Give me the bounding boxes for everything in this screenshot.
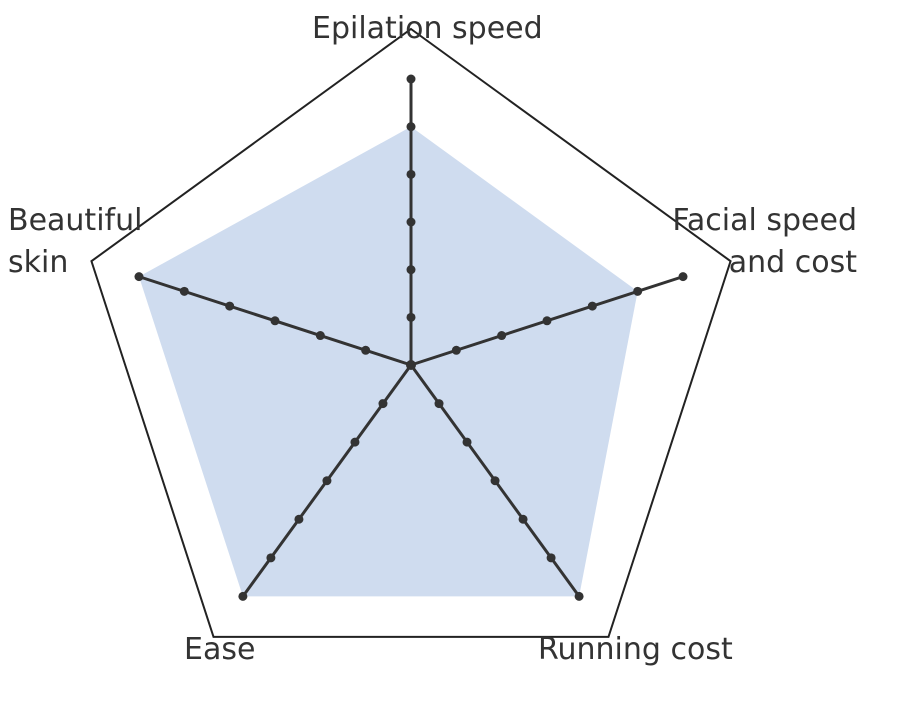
axis-tick-dot <box>350 437 360 447</box>
axis-tick-dot <box>518 514 528 524</box>
series-area <box>138 126 638 597</box>
axis-tick-dot <box>451 345 461 355</box>
axis-tick-dot <box>134 272 144 282</box>
axis-tick-dot <box>490 476 500 486</box>
axis-tick-dot <box>574 591 584 601</box>
axis-tick-dot <box>322 476 332 486</box>
axis-tick-dot <box>225 301 235 311</box>
axis-tick-dot <box>406 169 416 179</box>
axis-tick-dot <box>238 591 248 601</box>
outer-frame <box>90 27 732 638</box>
axis-tick-dot <box>406 312 416 322</box>
axis-tick-dot <box>678 272 688 282</box>
axis-label-line: Ease <box>184 632 256 667</box>
axis-tick-dot <box>462 437 472 447</box>
axis-tick-dot <box>361 345 371 355</box>
axis-tick-dot <box>406 217 416 227</box>
axis-label-line: Running cost <box>538 632 733 667</box>
axis-label-ease: Ease <box>184 629 255 671</box>
axis-label-epilation-speed: Epilation speed <box>312 8 543 50</box>
axis-tick-dot <box>497 331 507 341</box>
axis-tick-dot <box>179 286 189 296</box>
axis-label-running-cost: Running cost <box>538 629 733 671</box>
axis-tick-dot <box>546 553 556 563</box>
axis-tick-dot <box>378 399 388 409</box>
axis-tick-dot <box>266 553 276 563</box>
axis-tick-dot <box>406 74 416 84</box>
center-dot <box>406 360 416 370</box>
axis-tick-dot <box>434 399 444 409</box>
axis-label-facial-speed-and-cost: Facial speed and cost <box>672 200 857 284</box>
axis-label-line: Facial speed <box>672 203 857 238</box>
axis-tick-dot <box>633 286 643 296</box>
axis-label-beautiful-skin: Beautiful skin <box>8 200 142 284</box>
axis-label-line: skin <box>8 245 69 280</box>
axis-tick-dot <box>406 122 416 132</box>
axis-label-line: Beautiful <box>8 203 143 238</box>
axes-group <box>134 74 688 601</box>
axis-tick-dot <box>315 331 325 341</box>
axis-tick-dot <box>587 301 597 311</box>
axis-tick-dot <box>294 514 304 524</box>
axis-tick-dot <box>270 316 280 326</box>
axis-tick-dot <box>542 316 552 326</box>
axis-tick-dot <box>406 265 416 275</box>
axis-label-line: Epilation speed <box>312 11 543 46</box>
axis-label-line: and cost <box>728 245 857 280</box>
